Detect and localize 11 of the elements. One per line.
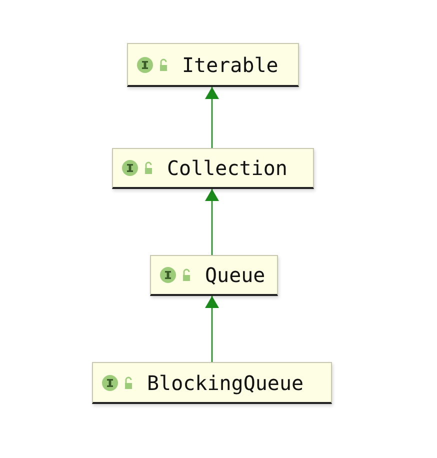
interface-name: BlockingQueue bbox=[147, 370, 304, 394]
inheritance-arrow bbox=[205, 87, 219, 148]
interface-name: Collection bbox=[167, 156, 288, 180]
inheritance-arrow bbox=[205, 296, 219, 362]
interface-box bbox=[127, 43, 299, 87]
interface-box bbox=[92, 362, 332, 404]
interface-box bbox=[112, 148, 314, 189]
interface-name: Iterable bbox=[182, 52, 278, 76]
interface-name: Queue bbox=[205, 263, 266, 287]
inheritance-arrow bbox=[205, 189, 219, 255]
interface-box bbox=[150, 255, 278, 296]
